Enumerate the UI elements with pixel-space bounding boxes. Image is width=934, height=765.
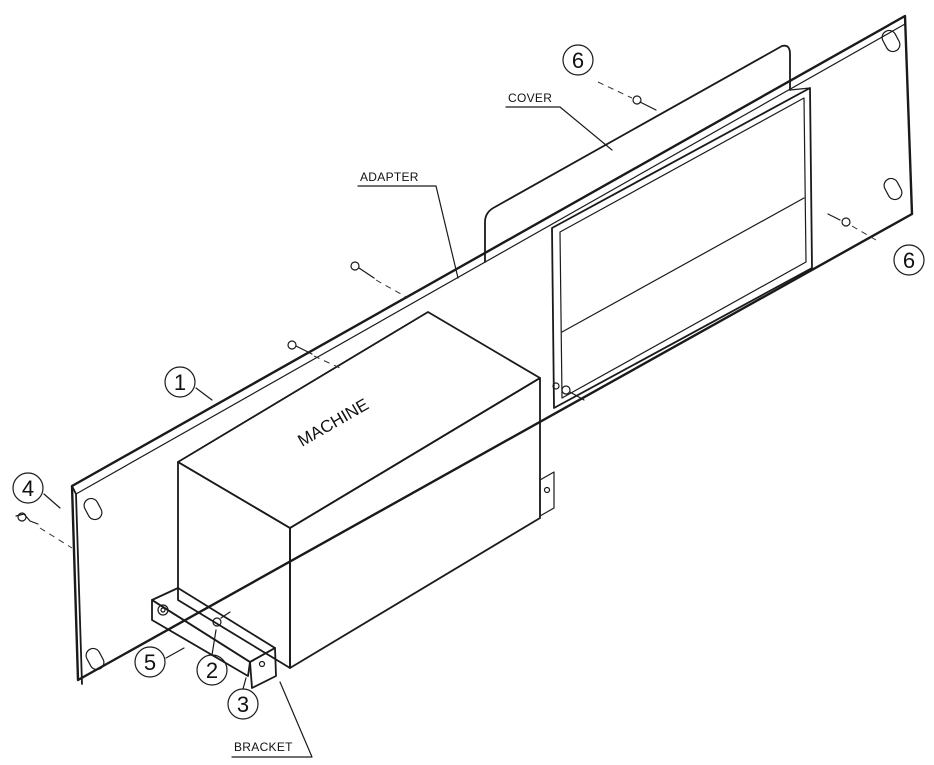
slot-hole xyxy=(883,177,903,201)
screw xyxy=(287,340,341,369)
cover-label-group: COVER xyxy=(505,91,613,151)
screw xyxy=(552,382,585,401)
callout-6-right: 6 xyxy=(893,244,925,276)
slot-hole xyxy=(881,29,901,53)
screw xyxy=(350,261,409,299)
svg-text:6: 6 xyxy=(572,48,584,73)
panel-cutout xyxy=(551,87,813,409)
svg-text:4: 4 xyxy=(22,476,34,501)
bracket-label: BRACKET xyxy=(234,740,293,754)
cover-plate xyxy=(484,44,811,263)
callout-1: 1 xyxy=(164,366,213,401)
adapter-label-group: ADAPTER xyxy=(357,170,459,279)
svg-text:6: 6 xyxy=(903,248,915,273)
svg-text:3: 3 xyxy=(237,692,249,717)
slot-hole xyxy=(85,647,105,671)
callout-2: 2 xyxy=(196,629,228,686)
callout-4: 4 xyxy=(12,472,61,509)
adapter-panel xyxy=(70,14,914,685)
bracket xyxy=(151,587,277,689)
callout-5: 5 xyxy=(134,646,185,678)
callout-6-top: 6 xyxy=(562,44,594,76)
adapter-label: ADAPTER xyxy=(360,170,419,184)
svg-text:5: 5 xyxy=(144,650,156,675)
screw xyxy=(15,512,73,549)
machine-label: MACHINE xyxy=(295,395,372,451)
callout-3: 3 xyxy=(227,677,259,720)
cover-label: COVER xyxy=(508,91,552,105)
svg-text:1: 1 xyxy=(174,370,186,395)
slot-hole xyxy=(83,497,103,521)
screw xyxy=(212,611,231,627)
machine-box: MACHINE xyxy=(177,311,555,669)
bracket-label-group: BRACKET xyxy=(231,681,313,758)
screw xyxy=(827,213,877,241)
screw xyxy=(597,81,657,111)
svg-text:2: 2 xyxy=(206,658,218,683)
